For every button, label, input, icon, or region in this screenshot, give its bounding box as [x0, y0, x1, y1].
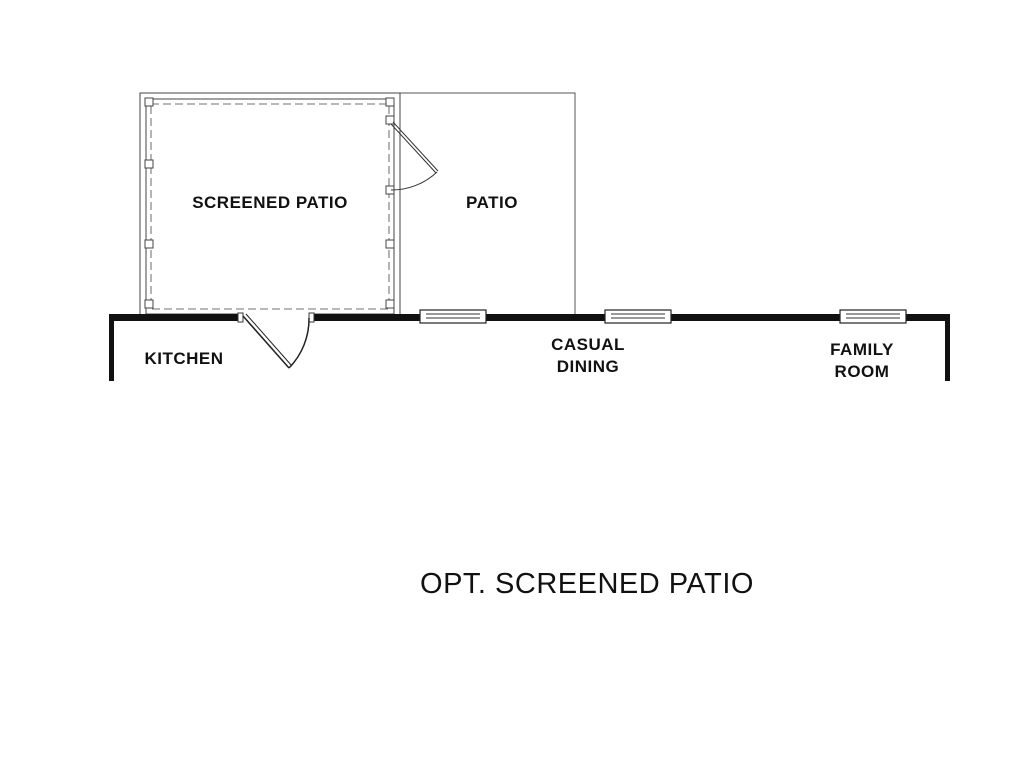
window-family-room: [839, 309, 907, 324]
window-dining-right: [604, 309, 672, 324]
plan-caption: OPT. SCREENED PATIO: [420, 568, 754, 600]
label-family-room-2: ROOM: [835, 362, 890, 381]
label-screened-patio: SCREENED PATIO: [192, 193, 348, 212]
label-casual-dining-1: CASUAL: [551, 335, 625, 354]
exterior-wall: [109, 314, 950, 381]
label-casual-dining-2: DINING: [557, 357, 620, 376]
window-dining-left: [419, 309, 487, 324]
screened-patio-enclosure: [139, 92, 401, 319]
screen-door: [390, 121, 439, 191]
label-patio: PATIO: [466, 193, 518, 212]
label-kitchen: KITCHEN: [144, 349, 223, 368]
label-family-room-1: FAMILY: [830, 340, 894, 359]
kitchen-door: [237, 312, 315, 369]
